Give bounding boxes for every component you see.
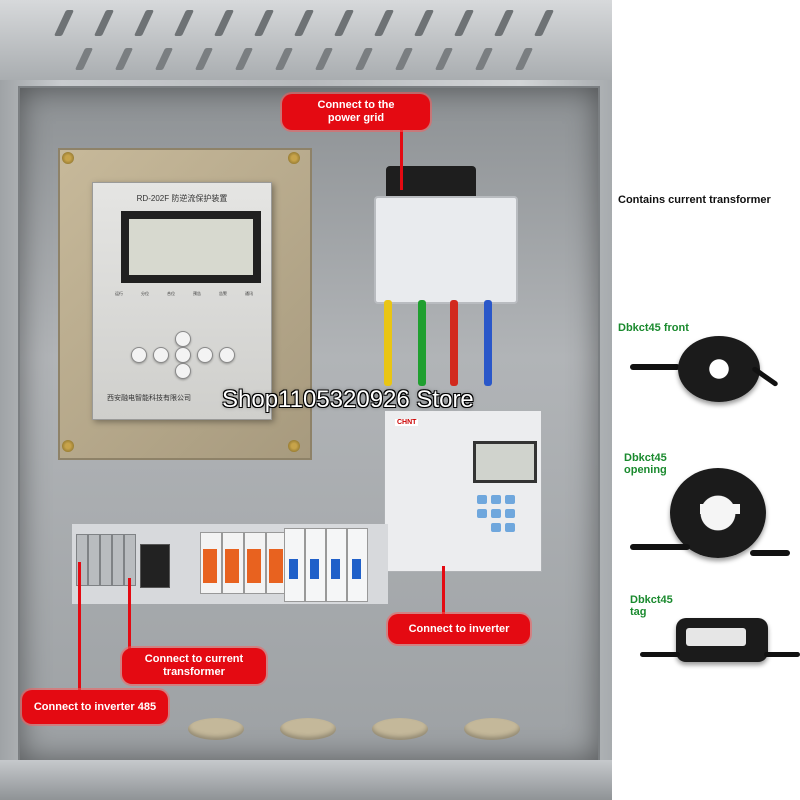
key-button — [175, 347, 191, 363]
wire-green — [418, 300, 426, 386]
callout-leader — [442, 566, 445, 616]
device-keypad — [125, 331, 239, 381]
anti-backflow-protection-device: RD-202F 防逆流保护装置 运行 分位 合位 预告 告警 通讯 西安融电智能… — [92, 182, 272, 420]
cable-knockout — [188, 718, 244, 740]
surge-protector — [244, 532, 266, 594]
cable-knockout — [464, 718, 520, 740]
wire-blue — [484, 300, 492, 386]
callout-leader — [400, 118, 403, 190]
key-button — [197, 347, 213, 363]
key-button — [175, 331, 191, 347]
key-button — [153, 347, 169, 363]
circuit-breaker — [284, 528, 305, 602]
energy-meter: CHNT — [384, 410, 542, 572]
wire-yellow — [384, 300, 392, 386]
indicator-label: 运行 — [115, 291, 123, 296]
cable-knockout — [372, 718, 428, 740]
indicator-label: 告警 — [219, 291, 227, 296]
din-rail — [72, 524, 388, 604]
indicator-label: 合位 — [167, 291, 175, 296]
device-manufacturer: 西安融电智能科技有限公司 — [107, 395, 191, 402]
callout-leader — [78, 562, 81, 692]
circuit-breaker — [347, 528, 368, 602]
indicator-label: 预告 — [193, 291, 201, 296]
key-button — [175, 363, 191, 379]
enclosure-roof — [0, 0, 612, 80]
surge-protector — [222, 532, 244, 594]
key-button — [219, 347, 235, 363]
device-indicator-row: 运行 分位 合位 预告 告警 通讯 — [115, 291, 253, 297]
ct-tag-label: Dbkct45 tag — [630, 594, 673, 618]
grid-disconnect-switch — [374, 196, 518, 304]
ct-opening-photo — [630, 460, 800, 570]
side-panel-title: Contains current transformer — [618, 194, 771, 206]
callout-inverter-485: Connect to inverter 485 — [22, 690, 168, 724]
store-watermark: Shop1105320926 Store — [222, 386, 474, 413]
key-button — [131, 347, 147, 363]
wire-red — [450, 300, 458, 386]
callout-leader — [128, 578, 131, 652]
meter-brand: CHNT — [395, 419, 419, 426]
ct-tag-photo — [640, 612, 800, 672]
cable-knockout — [280, 718, 336, 740]
relay-module — [140, 544, 170, 588]
surge-protector — [266, 532, 288, 594]
callout-current-transformer: Connect to current transformer — [122, 648, 266, 684]
circuit-breaker — [326, 528, 347, 602]
callout-inverter: Connect to inverter — [388, 614, 530, 644]
ct-front-label: Dbkct45 front — [618, 322, 689, 334]
indicator-label: 分位 — [141, 291, 149, 296]
enclosure-bottom — [0, 760, 612, 800]
meter-lcd — [473, 441, 537, 483]
ct-opening-label: Dbkct45 opening — [624, 452, 667, 476]
callout-power-grid: Connect to the power grid — [282, 94, 430, 130]
indicator-label: 通讯 — [245, 291, 253, 296]
surge-protector — [200, 532, 222, 594]
ct-front-photo — [630, 334, 800, 414]
circuit-breaker — [305, 528, 326, 602]
device-model-label: RD-202F 防逆流保护装置 — [136, 194, 228, 203]
device-lcd-screen — [121, 211, 261, 283]
